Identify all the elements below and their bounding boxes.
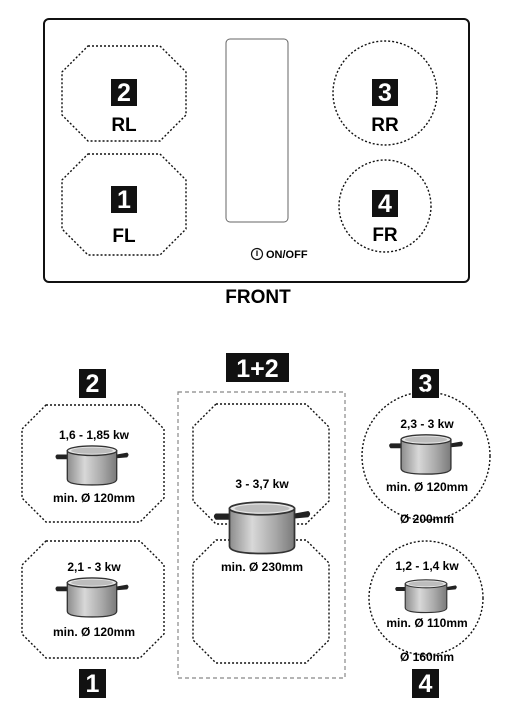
zone-rr-number: 3 [378, 79, 392, 107]
zone4-outline [368, 540, 484, 656]
zone1-power: 2,1 - 3 kw [67, 560, 121, 574]
zone-rr-code: RR [371, 115, 399, 136]
zone-rl-number-badge [111, 79, 137, 106]
zone-fl-outline [61, 153, 187, 256]
zone4-diameter: Ø 160mm [400, 650, 454, 664]
zone2-number-badge [79, 369, 106, 398]
zone2-power: 1,6 - 1,85 kw [59, 428, 130, 442]
bridge-min-diameter: min. Ø 230mm [221, 560, 303, 574]
zone-fr-number-badge [372, 190, 398, 217]
zone-fr-code: FR [372, 225, 398, 246]
hob-top-view: 2 RL 1 FL ON/OFF 3 RR 4 FR FRONT [43, 18, 470, 308]
zone-rl-code: RL [111, 115, 137, 136]
bridge-power: 3 - 3,7 kw [235, 477, 289, 491]
control-panel[interactable] [225, 38, 289, 223]
zone1-number: 1 [86, 670, 100, 698]
zone1-number-badge [79, 669, 106, 698]
zone-rr-outline [332, 40, 438, 146]
zone3-power: 2,3 - 3 kw [400, 417, 454, 431]
zone3-outline [361, 391, 491, 521]
zone-fl-number-badge [111, 186, 137, 213]
zone1-min-diameter: min. Ø 120mm [53, 625, 135, 639]
onoff-label: ON/OFF [266, 249, 308, 261]
zone1-outline [21, 540, 165, 659]
bridge-label-badge [226, 353, 289, 382]
zone2-number: 2 [86, 370, 100, 398]
zone-fl-code: FL [112, 226, 136, 247]
bridge-pot-icon [213, 501, 311, 555]
zone2-pot-icon [54, 445, 130, 486]
zone2-min-diameter: min. Ø 120mm [53, 491, 135, 505]
zone3-pot-icon [388, 434, 464, 475]
zone4-power: 1,2 - 1,4 kw [395, 559, 459, 573]
front-label: FRONT [225, 287, 291, 308]
zone-rr-number-badge [372, 79, 398, 106]
bridge-label: 1+2 [236, 355, 278, 383]
zone-rl-outline [61, 45, 187, 142]
zone-details: 2 1,6 - 1,85 kw min. Ø 120mm 2,1 - 3 kw … [21, 353, 491, 698]
zone-fr-number: 4 [378, 190, 392, 218]
bridge-rear-outline [192, 403, 330, 525]
zone-fr-outline [338, 159, 432, 253]
zone4-number-badge [412, 669, 439, 698]
zone3-number: 3 [419, 370, 433, 398]
zone-fl-number: 1 [117, 186, 131, 214]
zone3-diameter: Ø 200mm [400, 512, 454, 526]
zone3-min-diameter: min. Ø 120mm [386, 480, 468, 494]
bridge-front-outline [192, 539, 330, 664]
zone-rl-number: 2 [117, 79, 131, 107]
bridge-frame [177, 391, 346, 679]
zone1-pot-icon [54, 577, 130, 618]
zone4-number: 4 [419, 670, 433, 698]
zone2-outline [21, 404, 165, 523]
zone4-min-diameter: min. Ø 110mm [386, 616, 467, 630]
power-icon[interactable] [250, 247, 264, 261]
zone4-pot-icon [394, 579, 458, 614]
